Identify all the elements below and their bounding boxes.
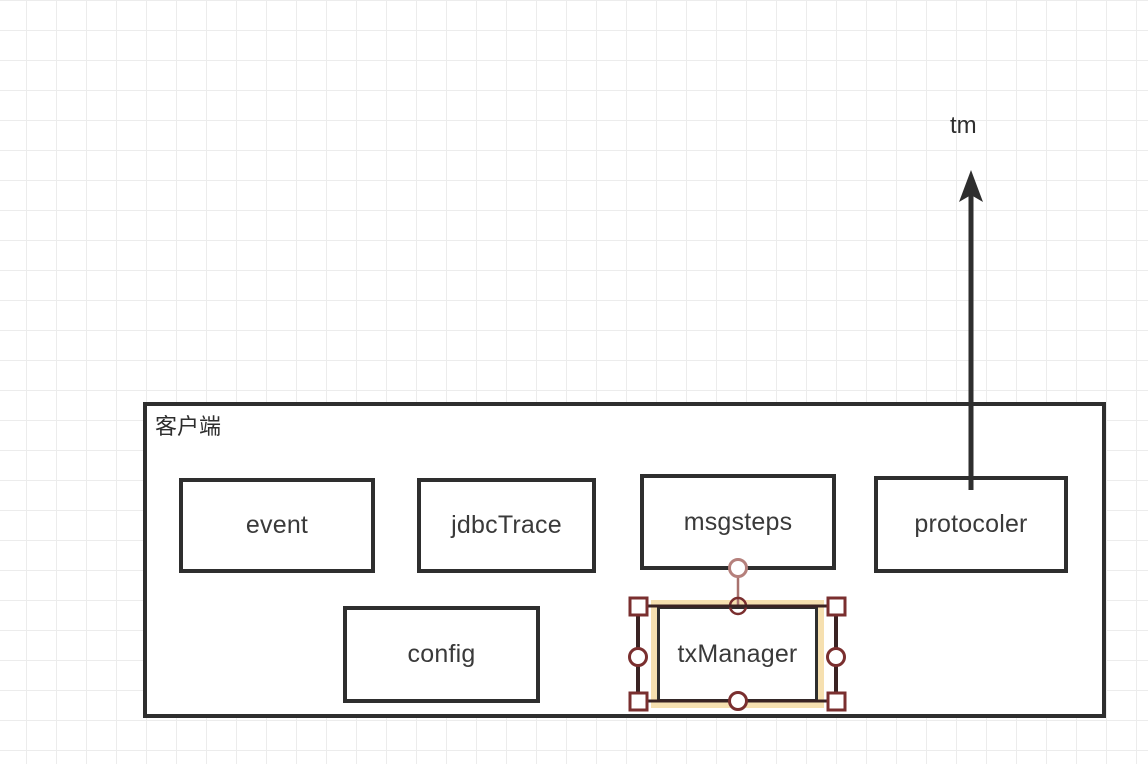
node-event[interactable]: event bbox=[179, 478, 375, 573]
node-jdbctrace[interactable]: jdbcTrace bbox=[417, 478, 596, 573]
arrowhead-icon bbox=[959, 170, 983, 202]
handle-middle-right[interactable] bbox=[826, 647, 846, 667]
handle-bottom-center[interactable] bbox=[728, 691, 748, 711]
node-jdbctrace-label: jdbcTrace bbox=[451, 511, 562, 539]
node-msgsteps-label: msgsteps bbox=[683, 507, 793, 536]
container-client-label: 客户端 bbox=[155, 414, 222, 439]
node-protocoler[interactable]: protocoler bbox=[874, 476, 1068, 573]
label-tm: tm bbox=[950, 112, 977, 139]
node-config[interactable]: config bbox=[343, 606, 540, 703]
node-protocoler-label: protocoler bbox=[914, 510, 1028, 538]
node-msgsteps[interactable]: msgsteps bbox=[640, 474, 836, 570]
node-txmanager-label: txManager bbox=[677, 639, 798, 668]
selection-overlay-txmanager bbox=[626, 594, 850, 714]
handle-top-left[interactable] bbox=[628, 596, 649, 617]
selection-handles-svg bbox=[628, 596, 847, 712]
node-config-label: config bbox=[407, 640, 476, 668]
handle-bottom-left[interactable] bbox=[628, 691, 649, 712]
handle-bottom-right[interactable] bbox=[826, 691, 847, 712]
handle-middle-left[interactable] bbox=[628, 647, 648, 667]
node-event-label: event bbox=[245, 511, 309, 539]
handle-top-right[interactable] bbox=[826, 596, 847, 617]
